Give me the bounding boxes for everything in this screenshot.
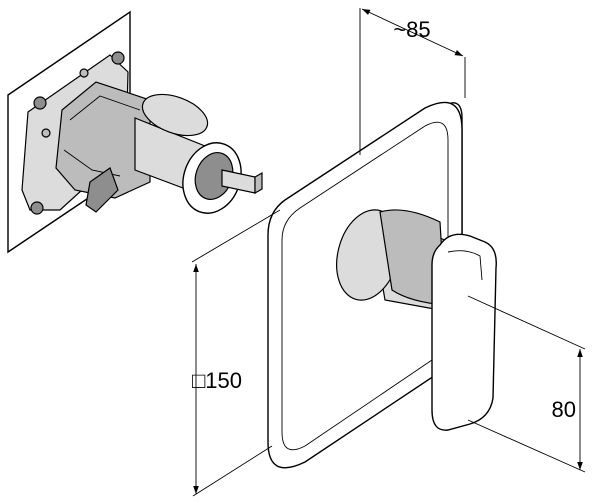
lever-height-label: 80 [552, 397, 576, 422]
spindle [221, 169, 263, 195]
plate-size-label: □150 [192, 368, 242, 393]
concealed-body-unit [7, 10, 263, 254]
dimension-lever-height: 80 [467, 295, 586, 473]
valve-housing [55, 81, 151, 199]
connection-lever [85, 167, 119, 213]
cartridge-cylinder [134, 93, 242, 214]
dimension-plate-size: □150 [191, 209, 281, 497]
dimension-depth: ~85 [359, 8, 466, 155]
lever-blade [431, 233, 497, 431]
lever-handle [336, 209, 497, 431]
depth-label: ~85 [393, 17, 430, 42]
